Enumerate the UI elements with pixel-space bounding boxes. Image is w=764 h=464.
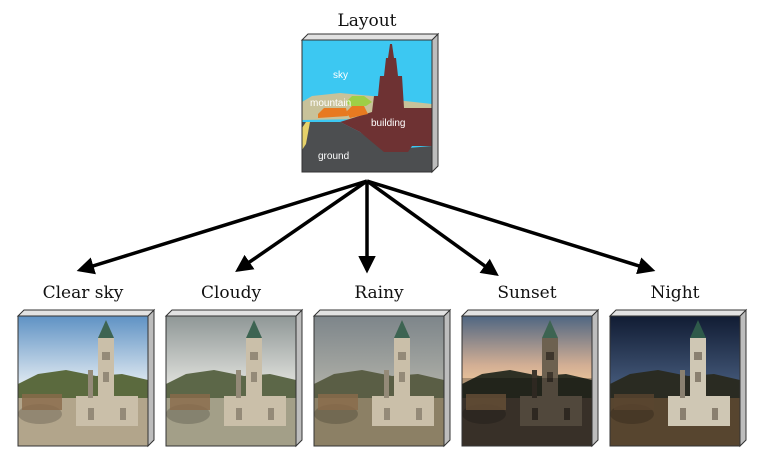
image-door xyxy=(88,408,94,420)
image-window xyxy=(103,372,109,382)
image-spire xyxy=(98,320,114,338)
image-clock xyxy=(694,352,702,360)
panel-border xyxy=(461,315,593,447)
image-door xyxy=(268,408,274,420)
building-segment xyxy=(340,44,432,152)
fence-segment xyxy=(302,122,310,150)
output-panels: Clear sky Cloudy Rainy Sunset Night xyxy=(16,283,748,448)
image-window xyxy=(399,372,405,382)
image-door xyxy=(532,408,538,420)
layout-title: Layout xyxy=(337,11,396,31)
generated-image xyxy=(610,316,740,446)
segment-label-sky: sky xyxy=(333,70,348,81)
panel-border xyxy=(17,315,149,447)
arrow-to-night xyxy=(366,179,656,275)
image-door xyxy=(564,408,570,420)
image-window xyxy=(547,372,553,382)
output-label: Sunset xyxy=(497,283,556,303)
image-hills xyxy=(610,370,740,400)
segment-label-mountain: mountain xyxy=(310,98,351,109)
panel-top xyxy=(608,309,748,317)
image-hills xyxy=(462,370,592,400)
image-dusk-overlay xyxy=(462,378,592,446)
image-small-tower xyxy=(384,370,389,398)
output-label: Clear sky xyxy=(43,283,124,303)
image-door xyxy=(236,408,242,420)
image-clock xyxy=(398,352,406,360)
generated-image xyxy=(18,316,148,446)
layout-map: sky mountain building ground xyxy=(302,40,432,172)
output-panel: Cloudy xyxy=(164,283,304,448)
roof-segment xyxy=(318,108,348,118)
layout-block-side xyxy=(431,32,439,174)
panel-top xyxy=(16,309,156,317)
image-houses xyxy=(614,394,654,410)
panel-border xyxy=(165,315,297,447)
image-small-tower xyxy=(532,370,537,398)
image-door xyxy=(712,408,718,420)
image-door xyxy=(416,408,422,420)
layout-block: Layout sky mountain building ground xyxy=(300,11,440,174)
panel-side xyxy=(147,308,155,448)
panel-side xyxy=(591,308,599,448)
image-small-tower xyxy=(88,370,93,398)
image-spire xyxy=(542,320,558,338)
arrow-to-clear-sky xyxy=(76,179,368,275)
image-clock xyxy=(546,352,554,360)
layout-block-top xyxy=(300,33,440,41)
image-spire xyxy=(690,320,706,338)
segment-label-building: building xyxy=(371,118,405,129)
generated-image xyxy=(462,316,592,446)
panel-side xyxy=(295,308,303,448)
output-label: Rainy xyxy=(354,283,404,303)
panel-top xyxy=(460,309,600,317)
ground-segment xyxy=(302,122,432,172)
image-door xyxy=(120,408,126,420)
image-clock xyxy=(102,352,110,360)
image-window xyxy=(695,372,701,382)
image-door xyxy=(680,408,686,420)
output-panel: Sunset xyxy=(460,283,600,448)
arrows xyxy=(76,179,656,277)
panel-border xyxy=(313,315,445,447)
output-panel: Clear sky xyxy=(16,283,156,448)
output-label: Night xyxy=(651,283,700,303)
output-panel: Night xyxy=(608,283,748,448)
output-panel: Rainy xyxy=(312,283,452,448)
image-small-tower xyxy=(236,370,241,398)
panel-side xyxy=(443,308,451,448)
output-label: Cloudy xyxy=(201,283,262,303)
image-spire xyxy=(246,320,262,338)
image-houses xyxy=(318,394,358,410)
image-hills xyxy=(314,370,444,400)
image-houses xyxy=(466,394,506,410)
image-window xyxy=(251,372,257,382)
generated-image xyxy=(314,316,444,446)
layout-block-border xyxy=(301,39,433,173)
image-hills xyxy=(166,370,296,400)
panel-border xyxy=(609,315,741,447)
panel-top xyxy=(164,309,304,317)
image-houses xyxy=(22,394,62,410)
panel-side xyxy=(739,308,747,448)
arrow-to-sunset xyxy=(365,179,499,277)
arrow-to-cloudy xyxy=(235,179,368,272)
image-hills xyxy=(18,370,148,400)
tree-segment xyxy=(346,96,372,106)
segment-label-ground: ground xyxy=(318,151,349,162)
generated-image xyxy=(166,316,296,446)
image-door xyxy=(384,408,390,420)
image-houses xyxy=(170,394,210,410)
image-clock xyxy=(250,352,258,360)
roof-segment xyxy=(346,106,368,118)
panel-top xyxy=(312,309,452,317)
image-small-tower xyxy=(680,370,685,398)
image-spire xyxy=(394,320,410,338)
